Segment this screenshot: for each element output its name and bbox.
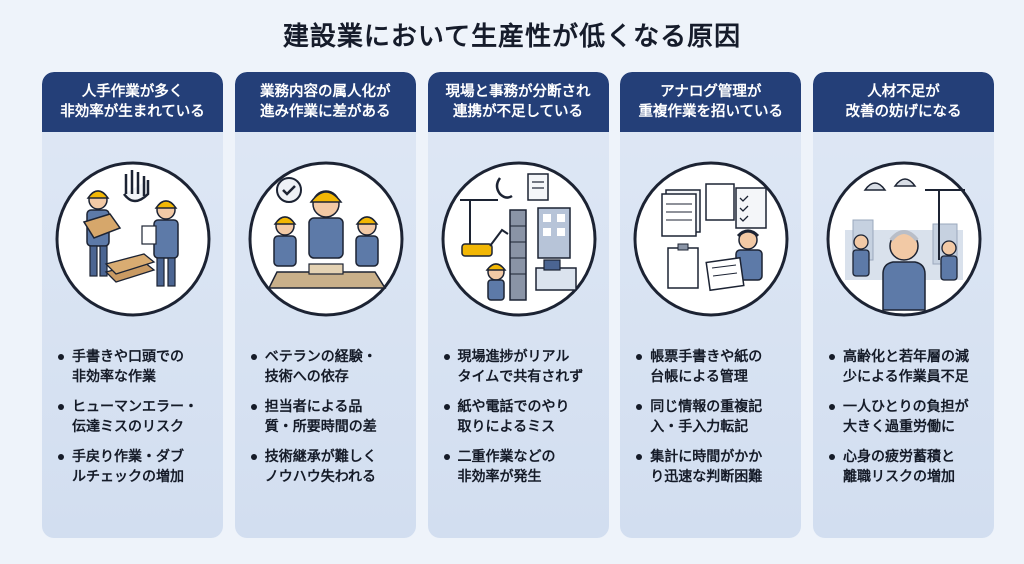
list-item: 担当者による品質・所要時間の差 [245,397,410,437]
bullet-text: 二重作業などの [457,449,556,465]
list-item: 高齢化と若年層の減少による作業員不足 [823,347,988,387]
list-item: 心身の疲労蓄積と離職リスクの増加 [823,447,988,487]
heading-line: 進み作業に差がある [260,104,391,120]
list-item: 一人ひとりの負担が大きく過重労働に [823,397,988,437]
cause-card-personalization: 業務内容の属人化が 進み作業に差がある ベテランの経験・ [234,72,416,538]
heading-line: 現場と事務が分断され [445,84,591,100]
bullet-text: 非効率が発生 [457,469,542,485]
bullet-icon [829,454,835,460]
cause-card-manual-work: 人手作業が多く 非効率が生まれている [42,72,223,538]
bullet-text: 同じ情報の重複記 [650,399,763,415]
heading-line: 人手作業が多く [81,84,184,100]
heading-line: 人材不足が [867,84,940,100]
labor-shortage-illustration-icon [825,160,983,318]
list-item: 帳票手書きや紙の台帳による管理 [630,347,795,387]
list-item: 二重作業などの非効率が発生 [438,447,603,487]
list-item: 集計に時間がかかり迅速な判断困難 [630,447,795,487]
list-item: 手戻り作業・ダブルチェックの増加 [52,447,217,487]
bullet-text: 台帳による管理 [650,369,748,385]
cause-card-heading: アナログ管理が 重複作業を招いている [620,72,802,132]
bullet-text: 少による作業員不足 [843,369,969,385]
bullet-text: 手戻り作業・ダブ [72,449,184,465]
bullet-icon [636,354,643,360]
heading-line: 業務内容の属人化が [260,84,391,100]
bullet-text: 高齢化と若年層の減 [843,349,969,365]
bullet-icon [250,354,257,360]
bullet-text: タイムで共有されず [457,369,584,385]
bullet-icon [636,404,643,410]
bullet-text: 取りによるミス [457,419,556,435]
bullet-icon [58,454,64,460]
cause-card-labor-shortage: 人材不足が 改善の妨げになる 高齢化と [813,72,994,538]
bullet-text: 紙や電話でのやり [457,399,570,415]
bullet-text: 伝達ミスのリスク [72,419,184,435]
bullet-icon [250,404,257,410]
heading-line: 重複作業を招いている [638,104,784,120]
bullet-text: 現場進捗がリアル [457,349,570,365]
cause-card-heading: 現場と事務が分断され 連携が不足している [427,72,609,132]
bullet-icon [58,354,64,360]
bullet-text: 技術継承が難しく [264,449,377,465]
bullet-text: 質・所要時間の差 [264,419,377,435]
bullet-icon [250,454,257,460]
list-item: 手書きや口頭での非効率な作業 [52,347,217,387]
list-item: 同じ情報の重複記入・手入力転記 [630,397,795,437]
cause-bullet-list: 帳票手書きや紙の台帳による管理 同じ情報の重複記入・手入力転記 集計に時間がかか… [630,347,795,497]
cause-bullet-list: ベテランの経験・技術への依存 担当者による品質・所要時間の差 技術継承が難しくノ… [245,347,410,497]
bullet-icon [443,404,450,410]
cause-bullet-list: 現場進捗がリアルタイムで共有されず 紙や電話でのやり取りによるミス 二重作業など… [438,347,603,497]
bullet-icon [58,404,64,410]
cause-bullet-list: 高齢化と若年層の減少による作業員不足 一人ひとりの負担が大きく過重労働に 心身の… [823,347,988,497]
list-item: 技術継承が難しくノウハウ失われる [245,447,410,487]
bullet-text: 非効率な作業 [72,369,156,385]
list-item: 現場進捗がリアルタイムで共有されず [438,347,603,387]
cause-bullet-list: 手書きや口頭での非効率な作業 ヒューマンエラー・伝達ミスのリスク 手戻り作業・ダ… [52,347,217,497]
cause-card-heading: 人手作業が多く 非効率が生まれている [42,72,223,132]
analog-paperwork-illustration-icon [632,160,790,318]
cause-card-heading: 業務内容の属人化が 進み作業に差がある [234,72,416,132]
cause-card-site-office-gap: 現場と事務が分断され 連携が不足している [427,72,609,538]
cause-card-analog-management: アナログ管理が 重複作業を招いている [620,72,802,538]
manual-work-illustration-icon [54,160,212,318]
heading-line: 連携が不足している [452,104,584,120]
heading-line: アナログ管理が [660,84,762,100]
bullet-text: り迅速な判断困難 [650,469,763,485]
heading-line: 改善の妨げになる [845,104,962,120]
list-item: 紙や電話でのやり取りによるミス [438,397,603,437]
bullet-icon [829,354,835,360]
personalized-skill-illustration-icon [247,160,405,318]
cause-card-heading: 人材不足が 改善の妨げになる [813,72,994,132]
bullet-text: 離職リスクの増加 [843,469,955,485]
bullet-text: ノウハウ失われる [264,469,377,485]
bullet-icon [829,404,835,410]
bullet-text: 集計に時間がかか [650,449,763,465]
bullet-text: 担当者による品 [264,399,363,415]
bullet-icon [636,454,643,460]
bullet-text: ルチェックの増加 [72,469,184,485]
bullet-text: 手書きや口頭での [72,349,184,365]
bullet-text: 入・手入力転記 [650,419,749,435]
bullet-icon [443,354,450,360]
cause-columns: 人手作業が多く 非効率が生まれている [42,72,994,538]
bullet-text: 大きく過重労働に [843,419,955,435]
bullet-text: ベテランの経験・ [264,349,377,365]
bullet-text: ヒューマンエラー・ [72,399,198,415]
page-title: 建設業において生産性が低くなる原因 [282,22,742,52]
bullet-text: 一人ひとりの負担が [843,399,969,415]
bullet-text: 帳票手書きや紙の [650,349,763,365]
list-item: ヒューマンエラー・伝達ミスのリスク [52,397,217,437]
heading-line: 非効率が生まれている [60,104,205,120]
bullet-icon [443,454,450,460]
bullet-text: 心身の疲労蓄積と [843,449,955,465]
bullet-text: 技術への依存 [264,369,349,385]
list-item: ベテランの経験・技術への依存 [245,347,410,387]
site-office-gap-illustration-icon [440,160,598,318]
